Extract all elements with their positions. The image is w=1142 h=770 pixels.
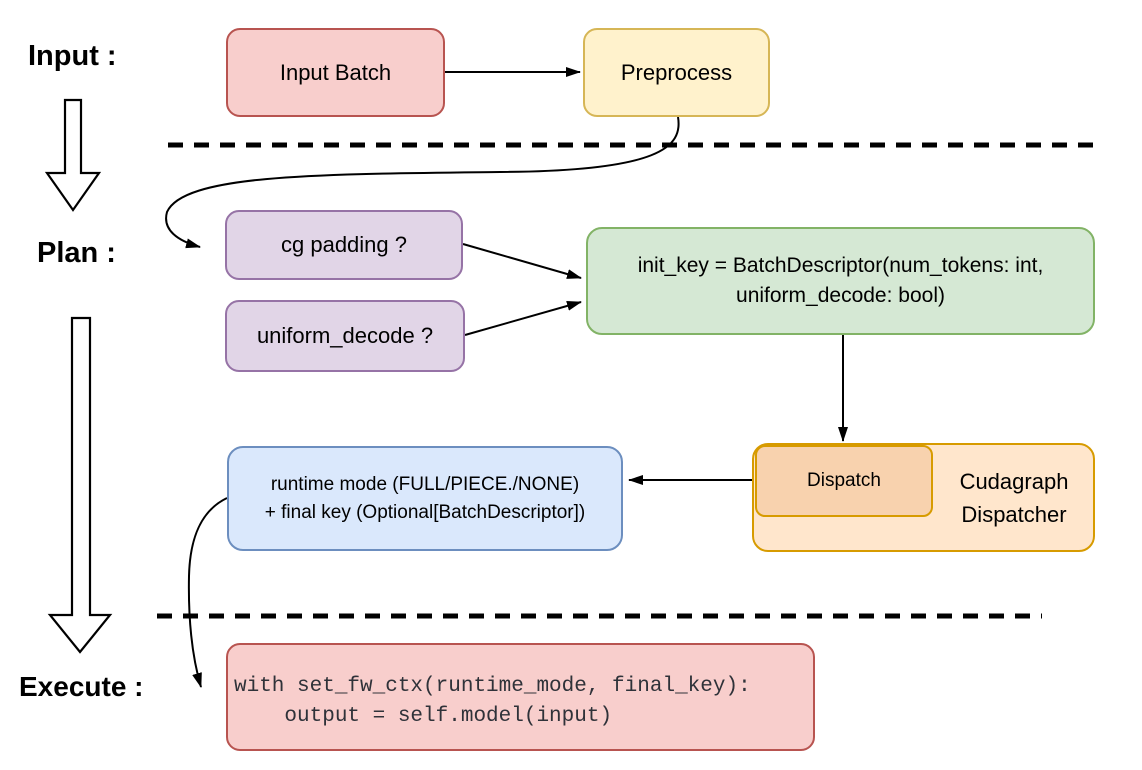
connector-uniform-decode-to-init-key [464,301,582,336]
stage-label-execute: Execute : [19,671,144,702]
node-dispatch-label: Dispatch [807,470,881,492]
stage-label-plan: Plan : [37,237,116,269]
node-runtime-mode-line2: + final key (Optional[BatchDescriptor]) [264,501,586,523]
node-cg-padding: cg padding ? [225,210,463,280]
node-runtime-mode-line1: runtime mode (FULL/PIECE./NONE) [270,473,580,495]
connector-runtime-mode-to-execute-code [187,497,228,688]
execute-code-line2: output = self.model(input) [234,705,613,728]
node-cg-padding-label: cg padding ? [281,232,407,258]
node-execute-code: with set_fw_ctx(runtime_mode, final_key)… [226,643,815,751]
node-init-key-line1: init_key = BatchDescriptor(num_tokens: i… [637,254,1044,277]
execute-code-line1: with set_fw_ctx(runtime_mode, final_key)… [234,675,751,698]
plan-to-execute-arrow [47,316,113,654]
connector-cg-padding-to-init-key [462,243,582,279]
input-to-plan-arrow [44,98,102,212]
stage-label-input: Input : [28,40,117,72]
node-runtime-mode: runtime mode (FULL/PIECE./NONE) + final … [227,446,623,551]
node-input-batch: Input Batch [226,28,445,117]
cudagraph-dispatcher-line2: Dispatcher [961,501,1067,527]
node-init-key-line2: uniform_decode: bool) [736,284,945,307]
node-preprocess-label: Preprocess [620,59,733,85]
cudagraph-dispatcher-line1: Cudagraph [959,468,1069,494]
node-dispatch: Dispatch [755,445,933,517]
node-uniform-decode: uniform_decode ? [225,300,465,372]
node-preprocess: Preprocess [583,28,770,117]
node-uniform-decode-label: uniform_decode ? [256,323,434,349]
connector-preprocess-to-cg-padding [165,116,680,249]
node-cudagraph-dispatcher-label: Cudagraph Dispatcher [933,443,1095,552]
node-input-batch-label: Input Batch [279,59,392,85]
node-init-key: init_key = BatchDescriptor(num_tokens: i… [586,227,1095,335]
